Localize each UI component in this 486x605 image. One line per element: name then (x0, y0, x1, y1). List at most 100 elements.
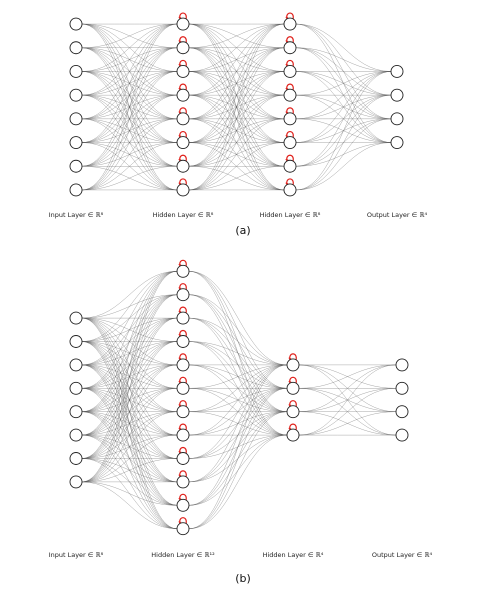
neuron-l3-n0 (390, 64, 404, 78)
neuron-l0-n0 (69, 17, 83, 31)
recurrent-arrowhead-l1-n4 (178, 357, 182, 360)
edge-l2-n1-to-l3-n0 (298, 364, 397, 389)
edge-l0-n4-to-l1-n0 (81, 271, 178, 412)
recurrent-arrowhead-l1-n2 (178, 64, 182, 67)
edge-l1-n11-to-l2-n1 (188, 388, 288, 529)
edge-l0-n0-to-l1-n0 (81, 271, 178, 319)
neuron-l1-n6 (176, 159, 190, 173)
neuron-l1-n5 (176, 136, 190, 150)
edge-l0-n7-to-l1-n6 (81, 166, 178, 191)
edge-l1-n7-to-l2-n2 (188, 71, 285, 191)
edge-l0-n7-to-l1-n1 (81, 47, 178, 191)
edge-l1-n2-to-l2-n0 (188, 23, 285, 72)
edge-l1-n0-to-l2-n0 (188, 271, 288, 366)
neuron-l0-n1 (69, 335, 83, 348)
recurrent-arrowhead-l1-n0 (178, 16, 182, 20)
recurrent-arrowhead-l1-n6 (178, 404, 182, 407)
recurrent-arrowhead-l1-n1 (178, 40, 182, 43)
edge-l0-n7-to-l1-n0 (81, 23, 178, 191)
recurrent-arrowhead-l1-n7 (178, 182, 182, 185)
neuron-l1-n4 (176, 358, 190, 372)
neuron-l1-n0 (176, 17, 190, 31)
neuron-l1-n4 (176, 112, 190, 126)
neuron-l1-n5 (176, 381, 190, 395)
recurrent-arrowhead-l1-n7 (178, 427, 182, 431)
panel-a-layer-labels: Input Layer ∈ ℝ⁸ Hidden Layer ∈ ℝ⁸ Hidde… (49, 211, 428, 219)
panel-a-neurons (69, 17, 404, 197)
edge-l1-n9-to-l2-n0 (188, 364, 288, 483)
neuron-l3-n2 (395, 405, 409, 419)
recurrent-arrowhead-l1-n10 (178, 498, 182, 501)
edge-l1-n7-to-l2-n4 (188, 118, 285, 191)
edge-l2-n7-to-l3-n3 (295, 142, 392, 191)
panel-a-label: (a) (235, 224, 250, 237)
edge-l2-n3-to-l3-n2 (298, 411, 397, 436)
edge-l1-n10-to-l2-n0 (188, 364, 288, 506)
panel-b-layer-label-2: Hidden Layer ∈ ℝ⁴ (263, 551, 324, 559)
edge-l0-n7-to-l1-n4 (81, 364, 178, 483)
recurrent-arrowhead-l2-n1 (285, 40, 289, 43)
recurrent-arrowhead-l1-n2 (178, 310, 182, 314)
edge-l1-n5-to-l2-n0 (188, 364, 288, 389)
edge-l0-n5-to-l1-n0 (81, 23, 178, 143)
edge-l1-n7-to-l2-n1 (188, 47, 285, 191)
edge-l0-n5-to-l1-n0 (81, 271, 178, 436)
neuron-l0-n5 (69, 428, 83, 442)
panel-a-layer-label-2: Hidden Layer ∈ ℝ⁸ (260, 211, 321, 219)
panel-a-layer-label-0: Input Layer ∈ ℝ⁸ (49, 211, 104, 219)
edge-l0-n6-to-l1-n0 (81, 23, 178, 167)
edge-l0-n3-to-l1-n0 (81, 23, 178, 96)
neuron-l3-n1 (390, 88, 404, 102)
edge-l0-n7-to-l1-n4 (81, 118, 178, 191)
recurrent-arrowhead-l1-n9 (178, 474, 182, 477)
panel-a-diagram: Input Layer ∈ ℝ⁸ Hidden Layer ∈ ℝ⁸ Hidde… (49, 12, 428, 237)
edge-l1-n7-to-l2-n0 (188, 23, 285, 191)
edge-l1-n11-to-l2-n2 (188, 411, 288, 529)
panel-b-layer-labels: Input Layer ∈ ℝ⁸ Hidden Layer ∈ ℝ¹² Hidd… (49, 551, 433, 559)
edge-l0-n1-to-l1-n0 (81, 23, 178, 48)
recurrent-arrowhead-l2-n0 (285, 16, 289, 20)
edge-l2-n1-to-l3-n0 (295, 47, 392, 72)
neuron-l0-n5 (69, 136, 83, 150)
recurrent-arrowhead-l2-n0 (288, 357, 292, 360)
recurrent-arrowhead-l1-n3 (178, 334, 182, 337)
recurrent-arrowhead-l1-n11 (178, 521, 182, 524)
edge-l1-n7-to-l2-n5 (188, 142, 285, 191)
neuron-l1-n3 (176, 335, 190, 348)
neuron-l0-n6 (69, 452, 83, 465)
recurrent-arrowhead-l1-n5 (178, 135, 182, 138)
edge-l2-n3-to-l3-n0 (298, 364, 397, 436)
edge-l0-n7-to-l1-n3 (81, 341, 178, 483)
panel-b-recurrent-loops (178, 259, 297, 524)
neuron-l2-n4 (283, 112, 297, 126)
neuron-l2-n1 (286, 381, 300, 395)
neuron-l1-n10 (176, 498, 190, 512)
neuron-l1-n8 (176, 452, 190, 465)
neuron-l3-n2 (390, 112, 404, 126)
edge-l2-n5-to-l3-n0 (295, 71, 392, 143)
edge-l2-n7-to-l3-n0 (295, 71, 392, 191)
panel-b-diagram: Input Layer ∈ ℝ⁸ Hidden Layer ∈ ℝ¹² Hidd… (49, 259, 433, 585)
edge-l2-n0-to-l3-n0 (295, 23, 392, 72)
neuron-l1-n11 (176, 522, 190, 536)
neuron-l2-n2 (283, 64, 297, 78)
neuron-l1-n3 (176, 88, 190, 102)
recurrent-arrowhead-l1-n5 (178, 381, 182, 384)
recurrent-arrowhead-l2-n6 (285, 159, 289, 162)
edge-l0-n7-to-l1-n1 (81, 294, 178, 483)
neuron-l3-n3 (395, 428, 409, 442)
neuron-l1-n1 (176, 288, 190, 302)
panel-a-edges (81, 23, 392, 191)
neuron-l2-n3 (283, 88, 297, 102)
recurrent-arrowhead-l2-n2 (285, 64, 289, 67)
recurrent-arrowhead-l1-n0 (178, 264, 182, 267)
edge-l1-n3-to-l2-n0 (188, 23, 285, 96)
edge-l0-n7-to-l1-n0 (81, 271, 178, 483)
panel-a-recurrent-loops (178, 12, 294, 186)
neuron-l1-n1 (176, 41, 190, 55)
edge-l1-n11-to-l2-n0 (188, 364, 288, 529)
neuron-l0-n4 (69, 112, 83, 126)
neuron-l1-n2 (176, 64, 190, 78)
neuron-l3-n1 (395, 381, 409, 395)
